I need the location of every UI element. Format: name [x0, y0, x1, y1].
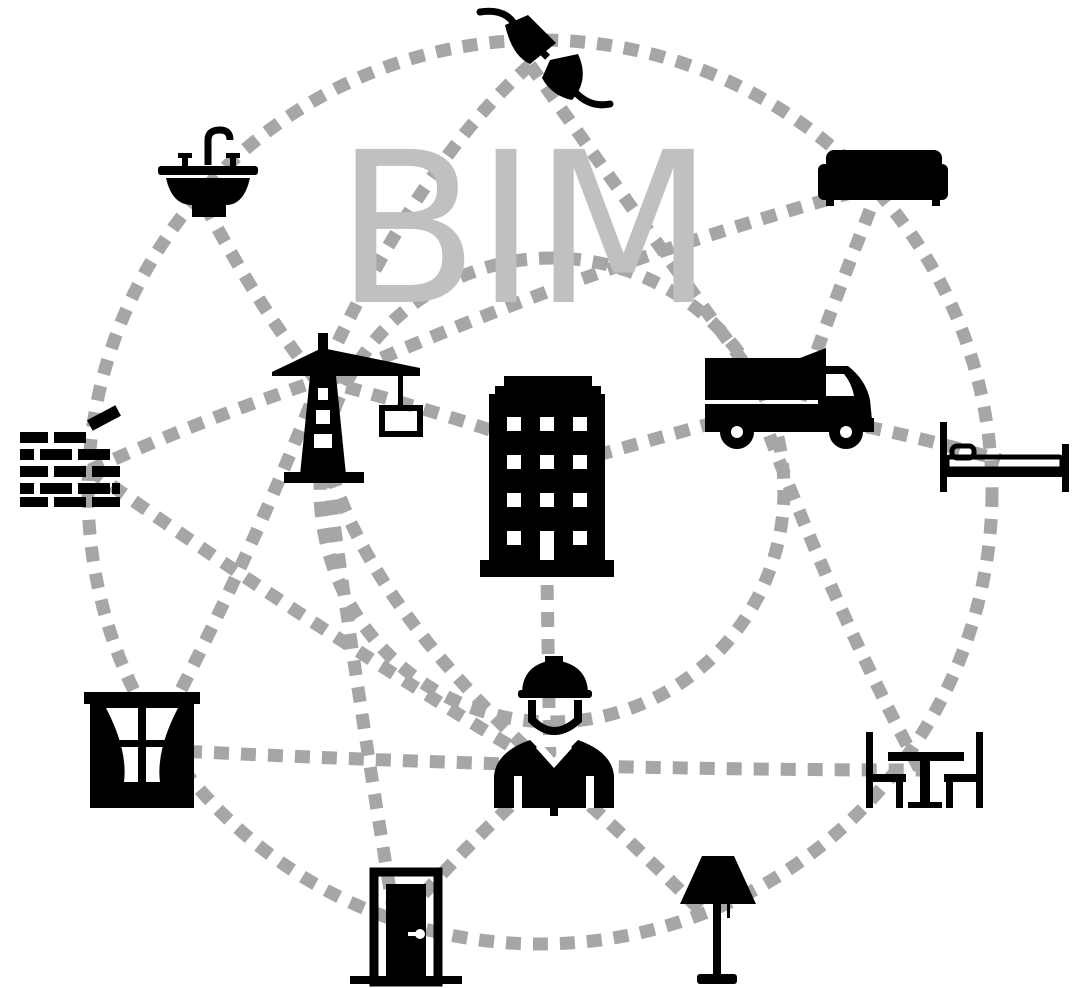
window-curtains-icon — [84, 692, 200, 808]
outer-ring — [81, 33, 999, 951]
tower-crane-icon — [272, 333, 423, 483]
construction-worker-icon — [494, 656, 614, 816]
connector — [86, 464, 554, 776]
connector — [524, 61, 766, 389]
sink-icon — [158, 126, 258, 217]
bed-icon — [940, 422, 1069, 492]
connector — [793, 182, 887, 403]
sofa-icon — [818, 150, 948, 206]
page-title: BIM — [335, 107, 710, 352]
connector — [144, 377, 327, 754]
brick-wall-icon — [20, 405, 121, 507]
connector — [313, 419, 555, 775]
table-chairs-icon — [866, 732, 983, 808]
connector — [314, 60, 535, 383]
connector — [87, 373, 323, 476]
connector — [317, 178, 882, 391]
electrical-plug-icon — [476, 7, 614, 109]
connector — [318, 373, 548, 457]
floor-lamp-icon — [680, 856, 756, 984]
connector-network — [81, 33, 1002, 951]
connector — [753, 407, 926, 774]
dump-truck-icon — [705, 348, 874, 449]
door-icon — [350, 867, 462, 987]
office-building-icon — [480, 376, 614, 577]
